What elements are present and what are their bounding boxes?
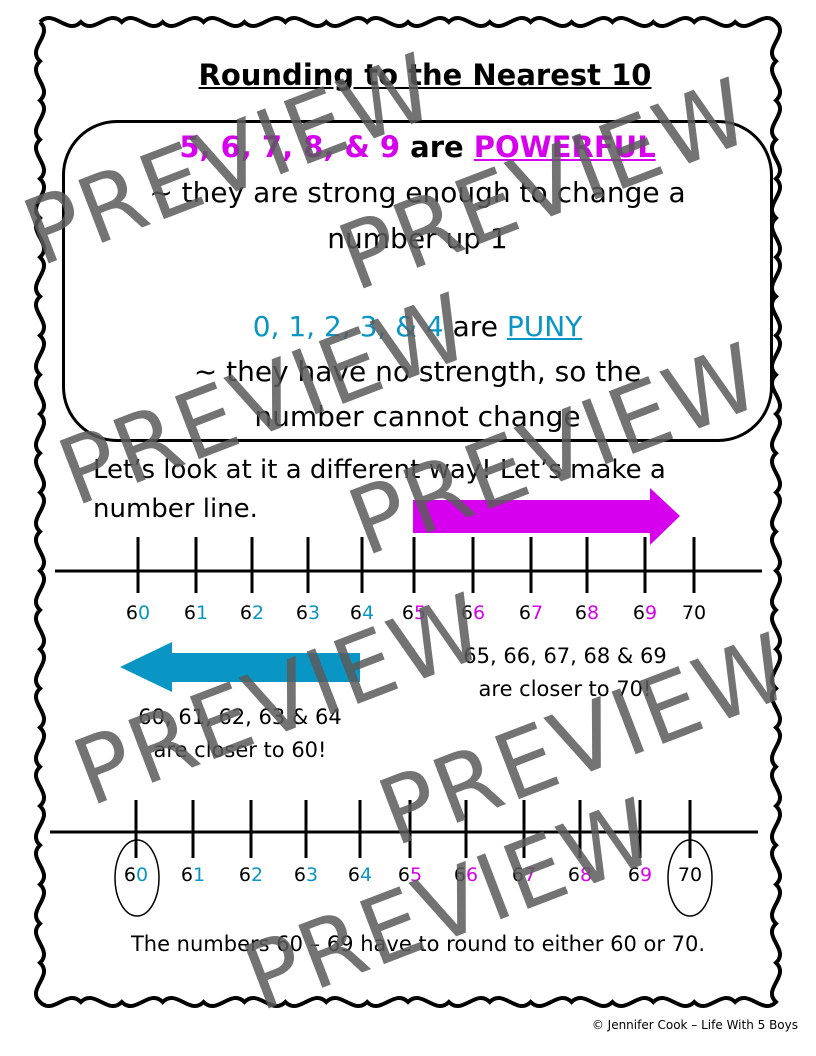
conclusion-text: The numbers 60 – 69 have to round to eit… — [130, 932, 706, 956]
note-line: 65, 66, 67, 68 & 69 — [463, 644, 667, 668]
intro-line1: Let’s look at it a different way! Let’s … — [93, 455, 666, 485]
powerful-word: POWERFUL — [473, 130, 656, 164]
tick-label: 67 — [512, 864, 536, 886]
tens-digit: 6 — [627, 864, 640, 886]
left-arrow — [120, 642, 360, 692]
note-line: 60, 61, 62, 63 & 64 — [138, 705, 342, 729]
tens-digit: 6 — [632, 602, 645, 624]
tick-label: 65 — [398, 864, 422, 886]
ones-digit: 8 — [587, 602, 600, 624]
ones-digit: 2 — [251, 864, 264, 886]
rule-box — [62, 120, 773, 442]
tick-label: 60 — [126, 602, 150, 624]
ones-digit: 0 — [138, 602, 151, 624]
ones-digit: 8 — [580, 864, 593, 886]
ones-digit: 7 — [531, 602, 544, 624]
tick-label: 64 — [350, 602, 374, 624]
tick-label: 68 — [568, 864, 592, 886]
puny-heading: 0, 1, 2, 3, & 4 are PUNY — [62, 310, 773, 343]
note-line: are closer to 70! — [478, 677, 652, 701]
powerful-digits: 5, 6, 7, 8, & 9 — [179, 130, 401, 164]
puny-line3: number cannot change — [254, 400, 581, 433]
tick-label: 63 — [294, 864, 318, 886]
tens-digit: 6 — [574, 602, 587, 624]
tick-label: 69 — [628, 864, 652, 886]
ones-digit: 4 — [360, 864, 373, 886]
tick-label: 66 — [461, 602, 485, 624]
ones-digit: 5 — [414, 602, 427, 624]
are-text: are — [443, 310, 507, 343]
tens-digit: 6 — [239, 602, 252, 624]
tens-digit: 6 — [401, 602, 414, 624]
ones-digit: 2 — [252, 602, 265, 624]
powerful-line2: ~ they are strong enough to change a — [149, 176, 686, 209]
ones-digit: 9 — [640, 864, 653, 886]
tick-label: 68 — [575, 602, 599, 624]
tens-digit: 6 — [123, 864, 136, 886]
tens-digit: 6 — [183, 602, 196, 624]
circle-70 — [667, 839, 713, 917]
note-closer-to-70: 65, 66, 67, 68 & 69 are closer to 70! — [463, 640, 666, 706]
tens-digit: 6 — [238, 864, 251, 886]
note-closer-to-60: 60, 61, 62, 63 & 64 are closer to 60! — [138, 701, 341, 767]
tick-label: 67 — [519, 602, 543, 624]
tick-label: 62 — [240, 602, 264, 624]
ones-digit: 7 — [524, 864, 537, 886]
tick-label: 69 — [633, 602, 657, 624]
ones-digit: 1 — [196, 602, 209, 624]
tick-label: 61 — [184, 602, 208, 624]
puny-digits: 0, 1, 2, 3, & 4 — [252, 310, 444, 343]
ones-digit: 6 — [466, 864, 479, 886]
tens-digit: 6 — [295, 602, 308, 624]
ones-digit: 9 — [645, 602, 658, 624]
note-line: are closer to 60! — [153, 738, 327, 762]
right-arrow — [413, 488, 680, 545]
powerful-line3: number up 1 — [327, 222, 508, 255]
ones-digit: 4 — [362, 602, 375, 624]
tick-label: 70 — [677, 864, 703, 886]
ones-digit: 0 — [136, 864, 149, 886]
puny-line2: ~ they have no strength, so the — [193, 355, 642, 388]
tens-digit: 6 — [567, 864, 580, 886]
tick-label: 65 — [402, 602, 426, 624]
circle-60 — [114, 839, 160, 917]
page-title: Rounding to the Nearest 10 — [198, 58, 652, 92]
ones-digit: 3 — [306, 864, 319, 886]
are-text: are — [400, 130, 474, 164]
tens-digit: 6 — [349, 602, 362, 624]
ones-digit: 5 — [410, 864, 423, 886]
tens-digit: 6 — [397, 864, 410, 886]
tens-digit: 6 — [453, 864, 466, 886]
tick-label: 60 — [124, 864, 148, 886]
ones-digit: 6 — [473, 602, 486, 624]
tens-digit: 6 — [293, 864, 306, 886]
tens-digit: 6 — [518, 602, 531, 624]
ones-digit: 3 — [308, 602, 321, 624]
tick-label: 66 — [454, 864, 478, 886]
intro-line2: number line. — [93, 494, 258, 524]
tick-label: 64 — [348, 864, 372, 886]
powerful-heading: 5, 6, 7, 8, & 9 are POWERFUL — [62, 130, 773, 164]
tens-digit: 6 — [347, 864, 360, 886]
ones-digit: 1 — [193, 864, 206, 886]
copyright-footer: © Jennifer Cook – Life With 5 Boys — [591, 1018, 798, 1032]
tens-digit: 6 — [180, 864, 193, 886]
tick-label: 70 — [681, 602, 707, 624]
tick-label: 63 — [296, 602, 320, 624]
tens-digit: 6 — [511, 864, 524, 886]
tick-label: 62 — [239, 864, 263, 886]
puny-word: PUNY — [506, 310, 583, 343]
tens-digit: 6 — [125, 602, 138, 624]
tick-label: 61 — [181, 864, 205, 886]
tens-digit: 6 — [460, 602, 473, 624]
